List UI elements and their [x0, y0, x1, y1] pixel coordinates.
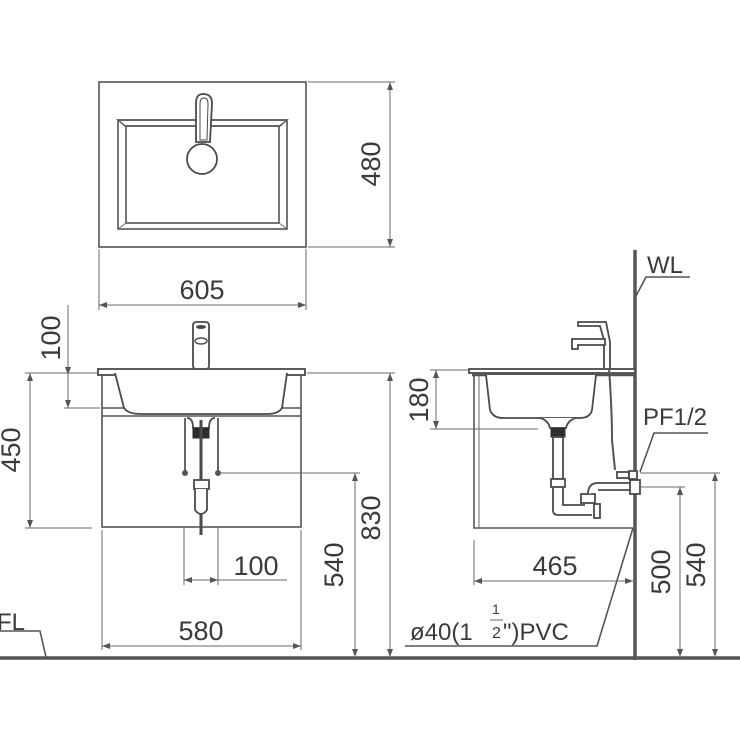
- countertop-outline: [98, 81, 307, 248]
- front-view: 100 450 100 580 540 830 FL: [0, 305, 395, 658]
- width-dimension-label: 605: [179, 275, 224, 305]
- supply-fitting-label: PF1/2: [643, 404, 707, 431]
- cabinet-height-label: 450: [0, 427, 26, 472]
- depth-dimension-label: 480: [356, 141, 386, 186]
- basin-side: [485, 374, 597, 419]
- svg-text:")PVC: ")PVC: [503, 619, 569, 646]
- drain-assembly-icon: [182, 417, 221, 535]
- cabinet-width-label: 580: [178, 616, 223, 646]
- top-view: 480 605: [98, 81, 395, 310]
- wall-level-label: WL: [647, 252, 683, 279]
- drain-height-label: 500: [646, 549, 676, 594]
- faucet-height-label: 100: [36, 315, 66, 360]
- drain-trap-icon: [539, 417, 641, 519]
- inlet-height-label: 540: [319, 542, 349, 587]
- total-height-label: 830: [356, 495, 386, 540]
- basin-depth-label: 180: [404, 377, 434, 422]
- faucet-front-icon: [192, 321, 210, 370]
- supply-height-label: 540: [681, 542, 711, 587]
- basin-bowl: [114, 372, 288, 415]
- faucet-side-icon: [571, 321, 616, 471]
- svg-text:1: 1: [492, 601, 500, 617]
- svg-text:2: 2: [492, 625, 501, 642]
- drain-spacing-label: 100: [233, 551, 278, 581]
- svg-text:ø40(1: ø40(1: [410, 619, 473, 646]
- faucet-top-icon: [186, 93, 218, 175]
- floor-level-label: FL: [0, 609, 25, 636]
- side-view: WL: [404, 250, 720, 660]
- cabinet-side: [473, 375, 633, 529]
- pipe-spec-label: ø40(1 1 2 ")PVC: [405, 527, 634, 647]
- cabinet-depth-label: 465: [532, 551, 577, 581]
